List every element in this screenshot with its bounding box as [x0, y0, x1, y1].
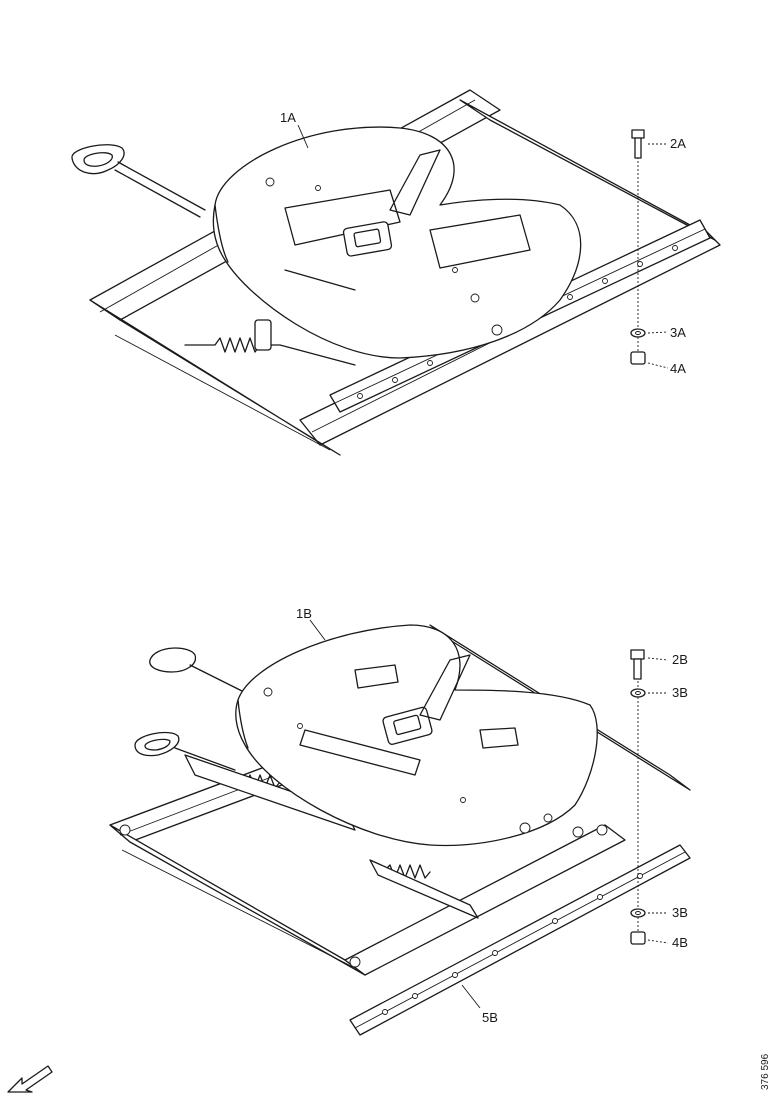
drawing-code: 376 596 [760, 1053, 771, 1090]
arrow-down-left-icon [7, 1065, 53, 1093]
seat-cushion-b [235, 624, 598, 847]
assembly-b: 1B 2B 3B 3B 4B 5B [109, 606, 691, 1036]
spring-mechanism-a [184, 319, 356, 366]
release-handle-a [71, 144, 206, 218]
nut-icon [630, 351, 646, 365]
callout-2b: 2B [672, 652, 688, 667]
fasteners-b [630, 649, 646, 945]
callout-1b: 1B [296, 606, 312, 621]
bolt-head-icon [630, 649, 645, 660]
callout-3b-top: 3B [672, 685, 688, 700]
callout-3b-bottom: 3B [672, 905, 688, 920]
bolt-head-icon [631, 129, 645, 139]
seat-cushion-a [212, 126, 582, 359]
callout-2a: 2A [670, 136, 686, 151]
assembly-a: 1A 2A 3A 4A [71, 89, 721, 456]
bolt-shank-icon [633, 658, 642, 680]
callout-5b: 5B [482, 1010, 498, 1025]
strip-5b [349, 844, 691, 1036]
nut-icon [630, 931, 646, 945]
callout-4b: 4B [672, 935, 688, 950]
bolt-shank-icon [634, 137, 642, 159]
fasteners-a [630, 129, 646, 365]
callout-4a: 4A [670, 361, 686, 376]
release-handle-b [134, 647, 251, 771]
callout-3a: 3A [670, 325, 686, 340]
callout-1a: 1A [280, 110, 296, 125]
